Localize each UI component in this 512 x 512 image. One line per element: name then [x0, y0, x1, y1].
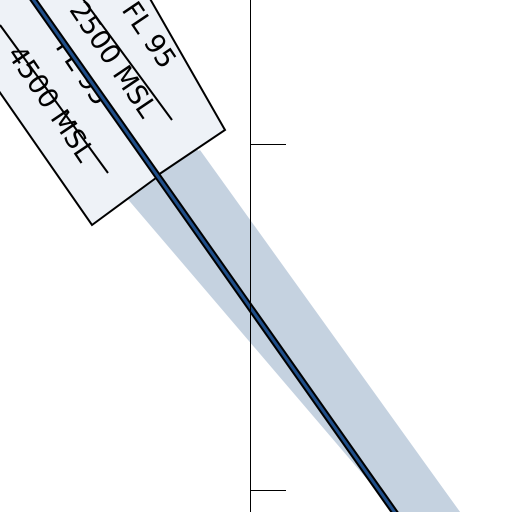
- airspace-label-box-1[interactable]: FL 95 2500 MSL: [30, 0, 227, 176]
- label-box-1-border: [149, 0, 227, 176]
- label-box-2-border: [0, 90, 161, 227]
- label-box-2-divider: [0, 24, 109, 174]
- airway-corridor-lower: [120, 150, 460, 512]
- label-box-1-background: [30, 0, 225, 175]
- label-box-1-divider: [82, 0, 173, 121]
- airway-line[interactable]: [30, 0, 398, 512]
